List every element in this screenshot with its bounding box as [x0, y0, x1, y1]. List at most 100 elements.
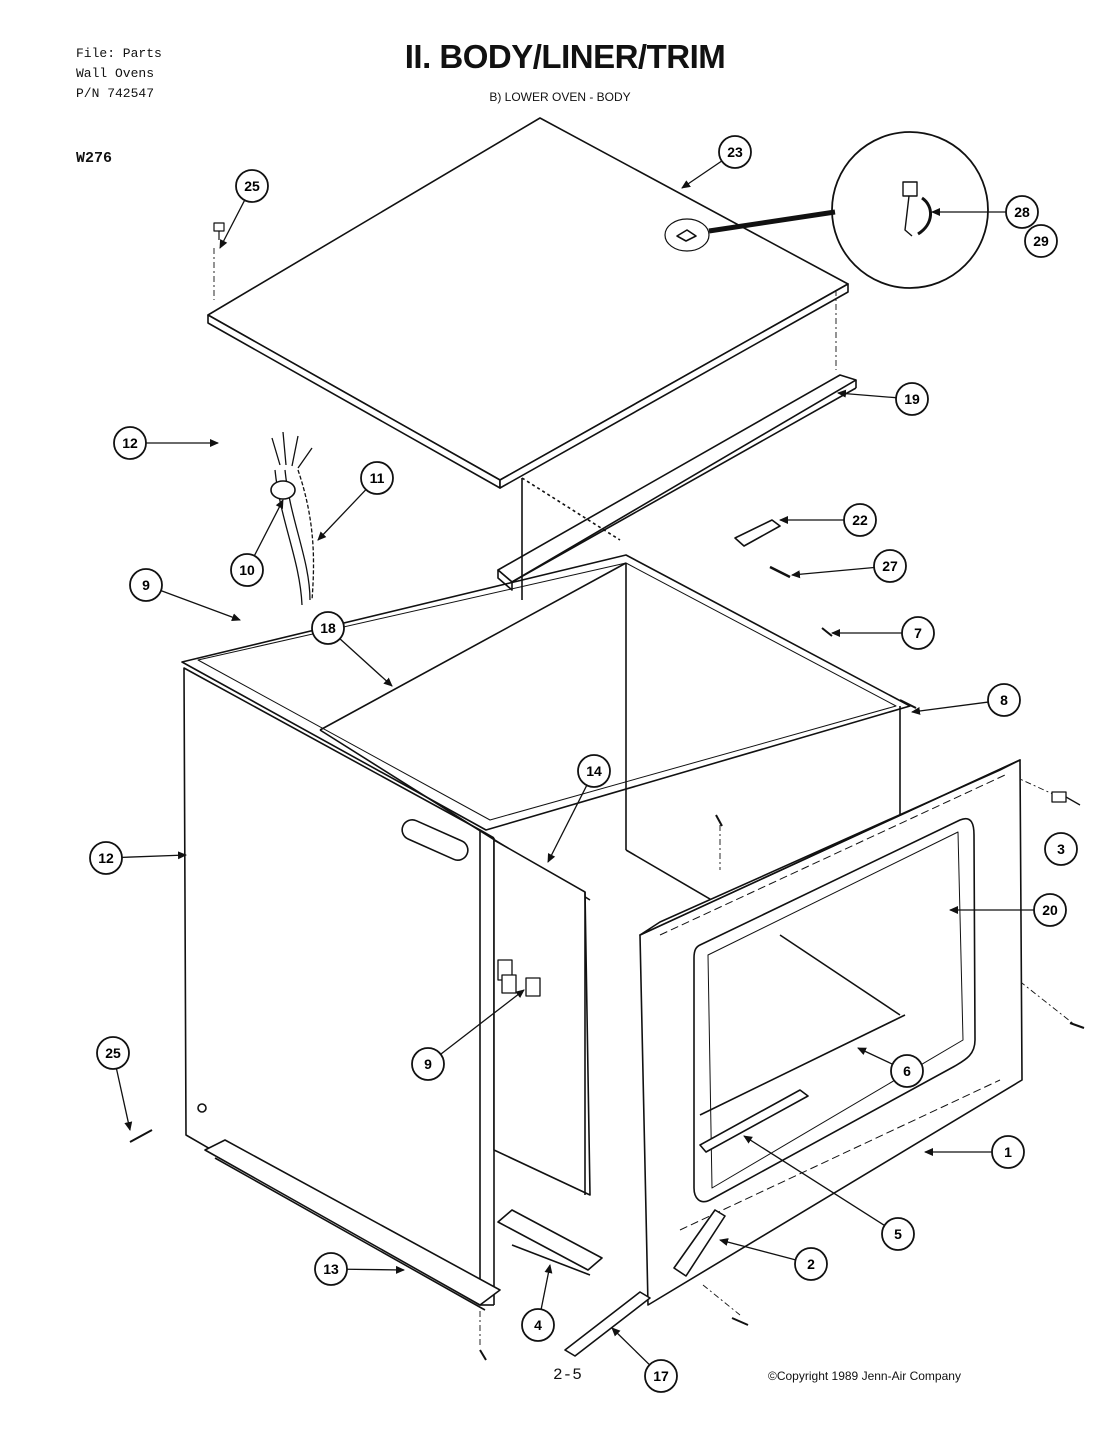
callout-number: 19: [904, 391, 920, 407]
callout-27: 27: [873, 549, 907, 583]
callout-9: 9: [129, 568, 163, 602]
callout-29: 29: [1024, 224, 1058, 258]
callout-number: 9: [142, 577, 150, 593]
leader-line-27: [791, 566, 875, 579]
callout-circle: [314, 1252, 348, 1286]
callout-25: 25: [235, 169, 269, 203]
callout-circle: [1044, 832, 1078, 866]
callout-circle: [360, 461, 394, 495]
bracket-22: [734, 519, 781, 547]
callout-number: 13: [323, 1261, 339, 1277]
front-frame-opening: [693, 817, 976, 1203]
callout-number: 22: [852, 512, 868, 528]
file-line-3: P/N 742547: [76, 86, 155, 101]
file-line-2: Wall Ovens: [76, 66, 155, 81]
leader-line-9: [160, 589, 241, 621]
liner-panel-14: [493, 839, 591, 1196]
callout-circle: [843, 503, 877, 537]
callout-circle: [411, 1047, 445, 1081]
callout-circle: [235, 169, 269, 203]
callout-8: 8: [987, 683, 1021, 717]
callout-number: 12: [98, 850, 114, 866]
callout-circle: [89, 841, 123, 875]
leader-line-23: [681, 160, 723, 189]
wire-harness: [271, 431, 315, 606]
leader-line-11: [317, 489, 367, 541]
callout-4: 4: [521, 1308, 555, 1342]
callout-12: 12: [113, 426, 147, 460]
callout-number: 10: [239, 562, 255, 578]
callout-circle: [895, 382, 929, 416]
callout-number: 4: [534, 1317, 542, 1333]
leader-line-14: [547, 784, 588, 863]
leader-line-19: [837, 389, 897, 399]
leader-line-2: [719, 1238, 796, 1261]
callout-1: 1: [991, 1135, 1025, 1169]
copyright-notice: ©Copyright 1989 Jenn-Air Company: [768, 1369, 961, 1383]
file-info: File: Parts Wall Ovens P/N 742547: [76, 44, 162, 104]
leader-line-25: [115, 1068, 133, 1131]
leader-line-17: [611, 1327, 651, 1366]
callout-circle: [1024, 224, 1058, 258]
callout-28: 28: [1005, 195, 1039, 229]
callout-23: 23: [718, 135, 752, 169]
rail-19: [497, 374, 857, 583]
callout-circle: [644, 1359, 678, 1393]
callout-circle: [311, 611, 345, 645]
callout-circle: [129, 568, 163, 602]
callout-circle: [113, 426, 147, 460]
leader-line-18: [339, 638, 393, 687]
callout-number: 28: [1014, 204, 1030, 220]
callout-circle: [873, 549, 907, 583]
leader-line-13: [346, 1265, 405, 1274]
callout-circle: [901, 616, 935, 650]
leader-line-9: [440, 989, 525, 1055]
callout-17: 17: [644, 1359, 678, 1393]
leader-line-6: [857, 1047, 893, 1065]
leader-line-25: [219, 199, 246, 249]
callout-9: 9: [411, 1047, 445, 1081]
callout-circle: [521, 1308, 555, 1342]
callout-circle: [1033, 893, 1067, 927]
callout-circle: [1005, 195, 1039, 229]
callout-6: 6: [890, 1054, 924, 1088]
callout-number: 1: [1004, 1144, 1012, 1160]
model-number: W276: [76, 150, 113, 167]
callout-7: 7: [901, 616, 935, 650]
callout-number: 12: [122, 435, 138, 451]
callout-number: 17: [653, 1368, 669, 1384]
callout-number: 25: [244, 178, 260, 194]
strip-17: [564, 1291, 651, 1357]
callout-number: 7: [914, 625, 922, 641]
callout-number: 3: [1057, 841, 1065, 857]
callout-25: 25: [96, 1036, 130, 1070]
callout-12: 12: [89, 841, 123, 875]
callout-19: 19: [895, 382, 929, 416]
callout-13: 13: [314, 1252, 348, 1286]
screw-top: [213, 222, 225, 240]
callout-circle: [881, 1217, 915, 1251]
callout-number: 25: [105, 1045, 121, 1061]
callout-number: 8: [1000, 692, 1008, 708]
page-title: II. BODY/LINER/TRIM: [404, 38, 726, 75]
callout-number: 27: [882, 558, 898, 574]
callout-number: 2: [807, 1256, 815, 1272]
callout-circle: [230, 553, 264, 587]
callout-number: 5: [894, 1226, 902, 1242]
callout-number: 18: [320, 620, 336, 636]
bracket-9-small: [497, 959, 541, 997]
leader-line-8: [911, 701, 989, 715]
top-panel-edge: [207, 314, 501, 489]
leader-line-10: [253, 499, 284, 557]
leader-line-12: [121, 851, 187, 860]
callout-number: 11: [370, 470, 385, 486]
rail-13: [204, 1139, 501, 1306]
callout-circle: [890, 1054, 924, 1088]
callout-circle: [577, 754, 611, 788]
callout-number: 9: [424, 1056, 432, 1072]
callout-circle: [718, 135, 752, 169]
callout-10: 10: [230, 553, 264, 587]
callout-18: 18: [311, 611, 345, 645]
rail-4: [497, 1209, 603, 1271]
